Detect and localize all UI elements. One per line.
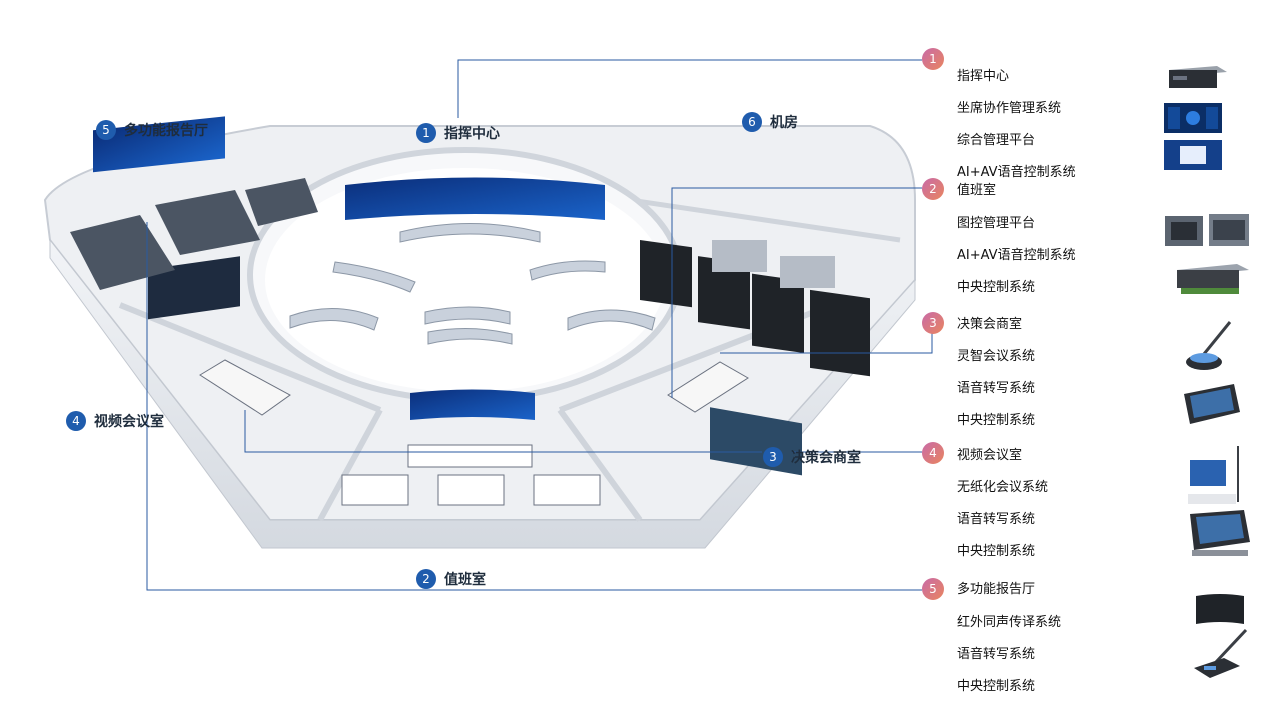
legend-item: 图控管理平台: [957, 216, 1036, 231]
legend-item: 无纸化会议系统: [957, 480, 1049, 495]
touch-panel-icon: [1190, 510, 1250, 556]
desk-mic-icon: [1194, 628, 1248, 678]
zone-label-duty: 2 值班室: [416, 569, 486, 589]
divider-wall: [118, 302, 382, 413]
control-panel-icon: [1164, 140, 1222, 170]
legend-item: 灵智会议系统: [957, 349, 1036, 364]
divider-wall: [629, 197, 901, 243]
server-racks: [640, 239, 870, 377]
legend-item: 多功能报告厅: [957, 582, 1036, 597]
legend-item: 红外同声传译系统: [957, 615, 1062, 630]
dashboard-screen-icon: [1164, 103, 1222, 133]
legend-item: 坐席协作管理系统: [957, 101, 1062, 116]
legend-badge-2: 2: [922, 178, 944, 200]
ups-cabinets: [712, 240, 835, 288]
zone-badge: 3: [763, 447, 783, 467]
legend-badge-1: 1: [922, 48, 944, 70]
video-room-table: [199, 359, 291, 416]
legend-item: 中央控制系统: [957, 280, 1036, 295]
matrix-switcher-icon: [1165, 214, 1249, 246]
conference-mic-icon: [1186, 321, 1232, 370]
legend-badge-5: 5: [922, 578, 944, 600]
zone-label-report: 5 多功能报告厅: [96, 120, 208, 140]
zone-badge: 6: [742, 112, 762, 132]
legend-badge-4: 4: [922, 442, 944, 464]
legend-item: 语音转写系统: [957, 647, 1036, 662]
report-hall-screen: [93, 116, 225, 173]
legend-item: 语音转写系统: [957, 512, 1036, 527]
zone-name: 指挥中心: [444, 126, 500, 142]
duty-desks: [341, 444, 601, 506]
command-center-floor: [265, 168, 665, 392]
connector-lines: [146, 59, 933, 591]
zone-badge: 1: [416, 123, 436, 143]
legend-item: 决策会商室: [957, 317, 1023, 332]
legend-item: 指挥中心: [957, 69, 1010, 84]
legend-item: 视频会议室: [957, 448, 1023, 463]
zone-name: 机房: [770, 115, 798, 131]
divider-wall: [557, 408, 643, 522]
zone-badge: 5: [96, 120, 116, 140]
zone-badge: 2: [416, 569, 436, 589]
paperless-terminal-icon: [1188, 446, 1239, 504]
tablet-console-icon: [1184, 384, 1240, 424]
zone-label-machine: 6 机房: [742, 112, 798, 132]
command-desks: [289, 223, 656, 345]
legend-item: 值班室: [957, 183, 997, 198]
duty-room-screen: [410, 389, 535, 420]
zone-name: 值班室: [444, 572, 486, 588]
video-room-screen: [148, 256, 240, 320]
speaker-icon: [1196, 594, 1244, 624]
decision-room-table: [667, 361, 749, 413]
zone-name: 决策会商室: [791, 450, 861, 466]
legend-item: AI+AV语音控制系统: [957, 248, 1076, 263]
server-box-icon: [1169, 66, 1227, 88]
legend-badge-3: 3: [922, 312, 944, 334]
zone-label-video: 4 视频会议室: [66, 411, 164, 431]
divider-wall: [317, 408, 383, 522]
command-video-wall: [345, 177, 605, 220]
legend-item: AI+AV语音控制系统: [957, 165, 1076, 180]
zone-badge: 4: [66, 411, 86, 431]
zone-label-decision: 3 决策会商室: [763, 447, 861, 467]
zone-label-command: 1 指挥中心: [416, 123, 500, 143]
zone-name: 视频会议室: [94, 414, 164, 430]
legend-item: 综合管理平台: [957, 133, 1036, 148]
legend-item: 中央控制系统: [957, 413, 1036, 428]
legend-item: 语音转写系统: [957, 381, 1036, 396]
report-hall-seats: [70, 178, 318, 290]
legend-item: 中央控制系统: [957, 544, 1036, 559]
legend-item: 中央控制系统: [957, 679, 1036, 694]
zone-name: 多功能报告厅: [124, 123, 208, 139]
floor-front-wall: [49, 238, 916, 549]
central-controller-icon: [1177, 264, 1249, 294]
